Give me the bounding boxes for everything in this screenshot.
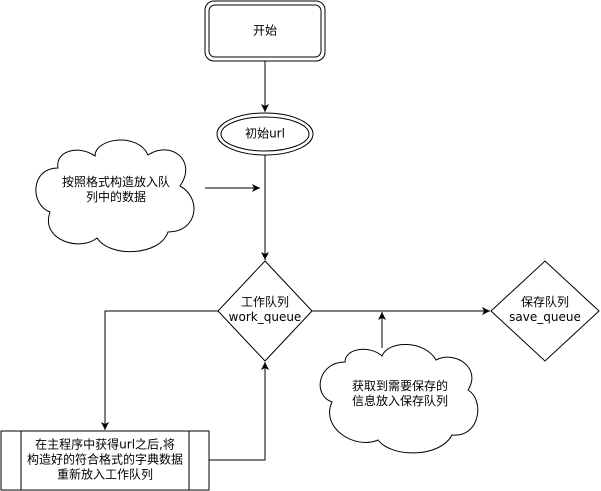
arrow-work-to-main	[101, 310, 218, 430]
cloud-save-label: 获取到需要保存的 信息放入保存队列	[352, 379, 448, 409]
save-queue-label: 保存队列 save_queue	[509, 295, 581, 325]
cloud-format-line1: 按照格式构造放入队	[61, 175, 171, 189]
save-queue-node[interactable]	[490, 260, 600, 362]
connectors	[101, 61, 490, 461]
cloud-format-data[interactable]	[35, 139, 195, 252]
cloud-format-label: 按照格式构造放入队 列中的数据	[62, 175, 170, 205]
start-node[interactable]	[204, 0, 326, 62]
init-url-label: 初始url	[245, 126, 285, 141]
main-process-line2: 构造好的符合格式的字典数据	[26, 452, 184, 467]
save-queue-line2: save_queue	[509, 310, 581, 324]
work-queue-label: 工作队列 work_queue	[229, 295, 302, 325]
init-url-node[interactable]	[216, 112, 314, 156]
main-process-line1: 在主程序中获得url之后,将	[35, 437, 175, 452]
cloud-format-line2: 列中的数据	[85, 190, 147, 204]
main-process-line3: 重新放入工作队列	[56, 467, 154, 482]
work-queue-node[interactable]	[217, 260, 313, 362]
main-process-node[interactable]	[0, 430, 210, 491]
cloud-save-info[interactable]	[319, 343, 479, 454]
cloud-save-line1: 获取到需要保存的	[351, 379, 449, 393]
arrow-main-to-work	[209, 362, 269, 461]
save-queue-line1: 保存队列	[520, 295, 569, 309]
work-queue-line2: work_queue	[228, 310, 302, 324]
start-label: 开始	[252, 23, 278, 38]
main-process-label: 在主程序中获得url之后,将 构造好的符合格式的字典数据 重新放入工作队列	[27, 438, 183, 483]
cloud-save-line2: 信息放入保存队列	[351, 394, 449, 408]
work-queue-line1: 工作队列	[240, 295, 290, 309]
